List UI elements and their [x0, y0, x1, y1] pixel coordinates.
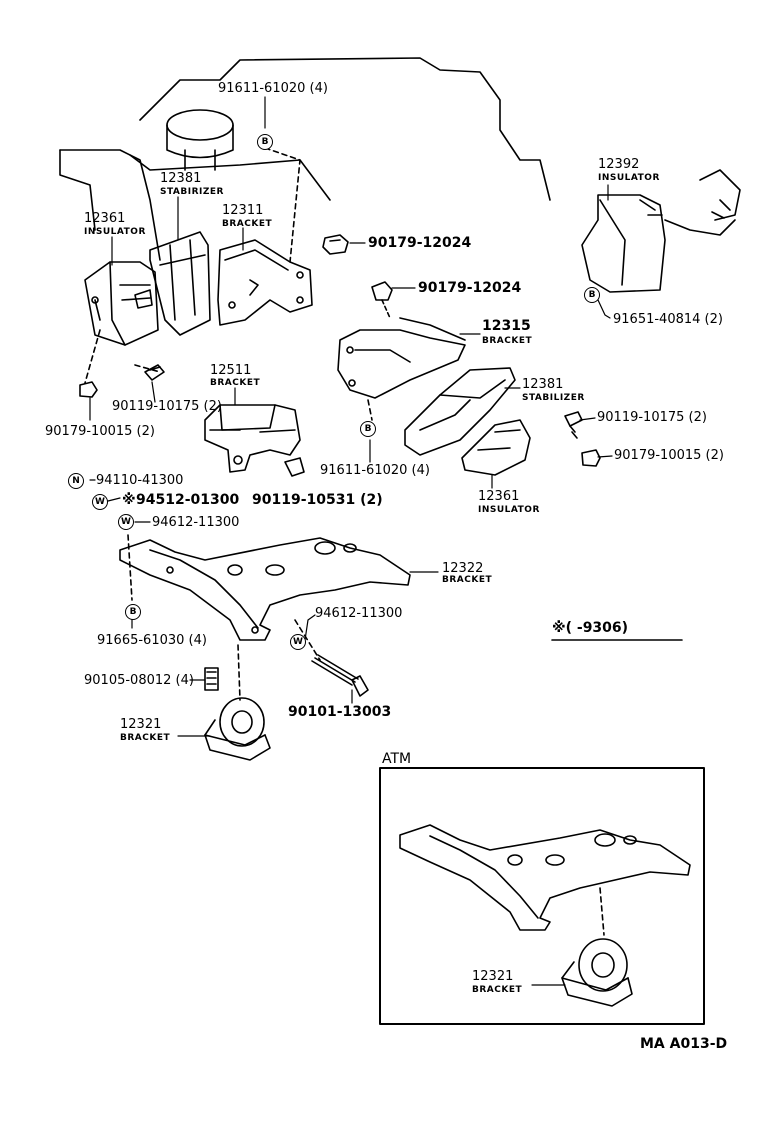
label-12321-atm: 12321: [472, 969, 514, 984]
bolt-90105-08012: [204, 667, 219, 691]
symbol-n: N: [68, 473, 84, 489]
date-note: ※( -9306): [552, 620, 629, 636]
star-mark: ※: [122, 492, 136, 508]
leader-lines-mid: [127, 399, 373, 701]
bolt-90101-13003: [311, 654, 369, 697]
label-12321: 12321: [120, 717, 162, 732]
label-90101-13003: 90101-13003: [288, 704, 392, 720]
nut-90179-12024-a: [322, 234, 349, 255]
label-12311-sub: BRACKET: [222, 219, 273, 229]
atm-title: ATM: [382, 751, 412, 767]
label-90119-10175-left: 90119-10175 (2): [112, 399, 222, 414]
diagram-code: MA A013-D: [640, 1036, 728, 1052]
label-12381-right-sub: STABILIZER: [522, 393, 585, 403]
bolt-90119-10175-left: [144, 364, 165, 381]
label-90179-12024-a: 90179-12024: [368, 235, 472, 251]
label-12361: 12361: [84, 211, 126, 226]
nut-90179-10015-left: [79, 381, 98, 398]
label-91611-61020-top: 91611-61020 (4): [218, 81, 328, 96]
insulator-12361-left: [84, 261, 159, 346]
symbol-b-lower: B: [125, 604, 141, 620]
atm-box: [379, 767, 705, 1025]
label-94512-01300: 94512-01300: [136, 492, 240, 508]
symbol-b-12392: B: [584, 287, 600, 303]
bracket-12322: [119, 537, 411, 641]
label-91651-40814: 91651-40814 (2): [613, 312, 723, 327]
symbol-b-mid: B: [360, 421, 376, 437]
label-12322: 12322: [442, 561, 484, 576]
label-12311: 12311: [222, 203, 264, 218]
bracket-12315: [337, 317, 466, 399]
symbol-b-top: B: [257, 134, 273, 150]
label-12392-sub: INSULATOR: [598, 173, 660, 183]
bracket-12321: [204, 697, 271, 761]
leader-lines-top: [84, 147, 301, 384]
label-12315-sub: BRACKET: [482, 336, 533, 346]
label-94612-11300-a: 94612-11300: [152, 515, 240, 530]
label-12392: 12392: [598, 157, 640, 172]
label-12321-sub: BRACKET: [120, 733, 171, 743]
label-90179-12024-b: 90179-12024: [418, 280, 522, 296]
label-12315: 12315: [482, 318, 531, 334]
label-12361-right: 12361: [478, 489, 520, 504]
label-90119-10531: 90119-10531 (2): [252, 492, 383, 508]
nut-90179-10015-right: [581, 449, 601, 467]
label-12381-top-sub: STABIRIZER: [160, 187, 224, 197]
stabilizer-12381-right: [404, 367, 516, 456]
atm-bracket-12321: [561, 938, 633, 1007]
label-94612-11300-b: 94612-11300: [315, 606, 403, 621]
label-12361-right-sub: INSULATOR: [478, 505, 540, 515]
label-90105-08012: 90105-08012 (4): [84, 673, 194, 688]
label-90119-10175-right: 90119-10175 (2): [597, 410, 707, 425]
label-90179-10015-right: 90179-10015 (2): [614, 448, 724, 463]
label-12511-sub: BRACKET: [210, 378, 261, 388]
label-12361-sub: INSULATOR: [84, 227, 146, 237]
label-12321-atm-sub: BRACKET: [472, 985, 523, 995]
label-91665-61030: 91665-61030 (4): [97, 633, 207, 648]
bracket-12511: [204, 404, 305, 477]
label-91611-61020-mid: 91611-61020 (4): [320, 463, 430, 478]
nut-90179-12024-b: [371, 281, 393, 319]
symbol-w-c: W: [290, 634, 306, 650]
atm-crossmember: [399, 824, 691, 931]
label-12511: 12511: [210, 363, 252, 378]
bolt-90119-10175-right: [564, 411, 583, 439]
symbol-w-a: W: [92, 494, 108, 510]
label-12381-top: 12381: [160, 171, 202, 186]
label-leaders: [89, 96, 613, 986]
insulator-12392: [581, 169, 741, 293]
engine-outline: [59, 57, 551, 261]
symbol-w-b: W: [118, 514, 134, 530]
atm-leader: [599, 887, 605, 936]
label-12322-sub: BRACKET: [442, 575, 493, 585]
label-90179-10015-left: 90179-10015 (2): [45, 424, 155, 439]
insulator-12361-right: [461, 419, 531, 476]
stabilizer-12381-top: [149, 231, 211, 336]
label-12381-right: 12381: [522, 377, 564, 392]
bracket-12311: [217, 239, 313, 326]
label-94110-41300: 94110-41300: [96, 473, 184, 488]
